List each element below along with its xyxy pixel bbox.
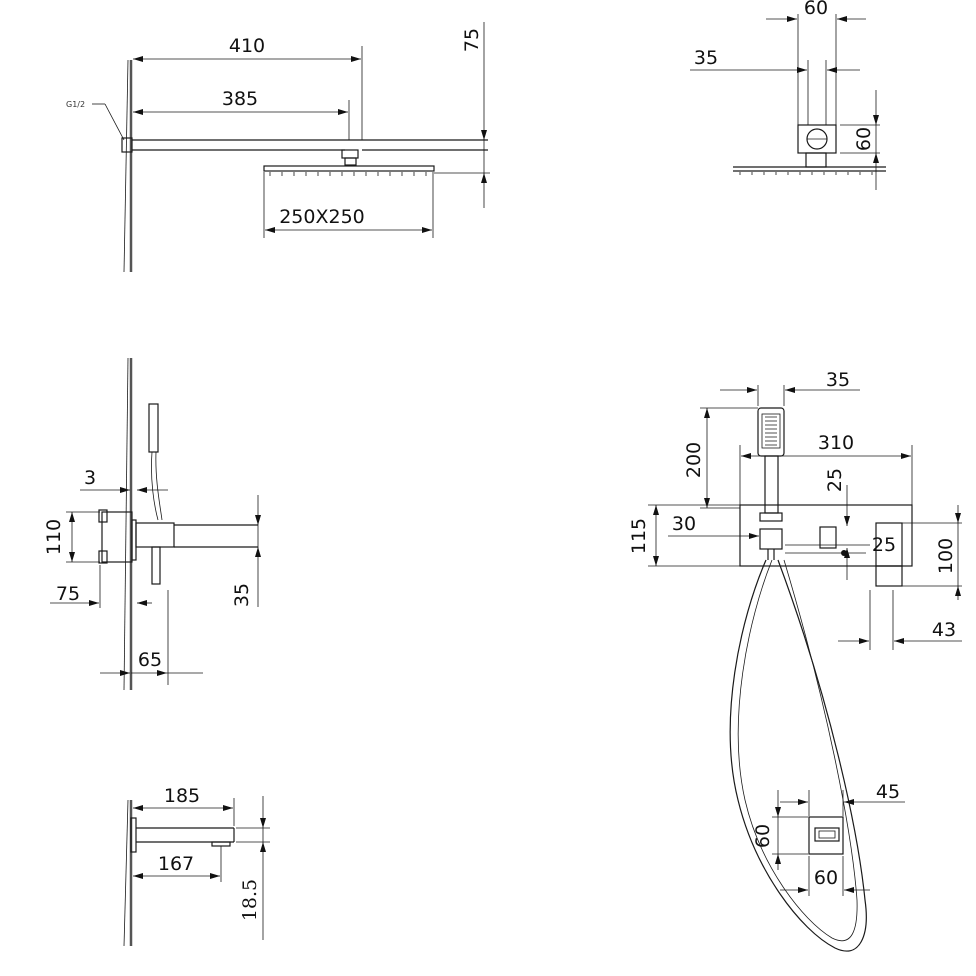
dim-spout-length: 185 xyxy=(164,785,200,807)
dim-arm-inner: 385 xyxy=(222,88,258,110)
mixer-body xyxy=(739,504,913,567)
dim-left-offset: 30 xyxy=(672,513,696,535)
dim-outlet-width: 45 xyxy=(876,781,900,803)
dim-depth: 65 xyxy=(138,649,162,671)
dim-spout-h: 35 xyxy=(231,583,253,607)
outlet-front-view: 45 60 60 xyxy=(752,781,905,896)
handset-side xyxy=(148,403,159,453)
dim-front-height: 60 xyxy=(853,127,875,151)
mixer-front-view: 35 310 200 25 115 30 25 xyxy=(628,369,962,952)
dim-total-width: 310 xyxy=(818,432,854,454)
spout-side-view: 185 167 18.5 xyxy=(123,785,270,947)
dim-right-height: 100 xyxy=(935,538,957,574)
dim-plate-width: 60 xyxy=(814,867,838,889)
dim-handle: 75 xyxy=(56,583,80,605)
dim-gap: 3 xyxy=(84,467,96,489)
wall-flange xyxy=(121,137,133,153)
outlet-plate xyxy=(808,816,844,855)
dim-mixer-height: 110 xyxy=(43,519,65,555)
dim-spout-thickness: 18.5 xyxy=(239,879,261,921)
dim-outlet-height: 60 xyxy=(752,824,774,848)
mixer-side-view: 3 110 75 65 35 xyxy=(43,357,261,691)
dim-spout-inner: 167 xyxy=(158,853,194,875)
shower-head xyxy=(263,165,435,172)
dim-front-width: 60 xyxy=(804,0,828,19)
shower-arm-side-view: 410 385 75 250X250 G1/2 xyxy=(66,22,490,273)
thread-label: G1/2 xyxy=(66,100,85,109)
shower-arm-front-view: 60 35 60 xyxy=(690,0,886,190)
dim-handset-height: 200 xyxy=(683,442,705,478)
dim-spout-width: 43 xyxy=(932,619,956,641)
dim-front-offset: 35 xyxy=(694,47,718,69)
dim-body-height: 115 xyxy=(628,518,650,554)
dim-drop: 75 xyxy=(461,28,483,52)
dim-arm-length: 410 xyxy=(229,35,265,57)
dim-knob-width: 25 xyxy=(872,534,896,556)
dim-knob-height: 25 xyxy=(824,468,846,492)
dim-head-size: 250X250 xyxy=(279,206,365,228)
dim-handset-width: 35 xyxy=(826,369,850,391)
